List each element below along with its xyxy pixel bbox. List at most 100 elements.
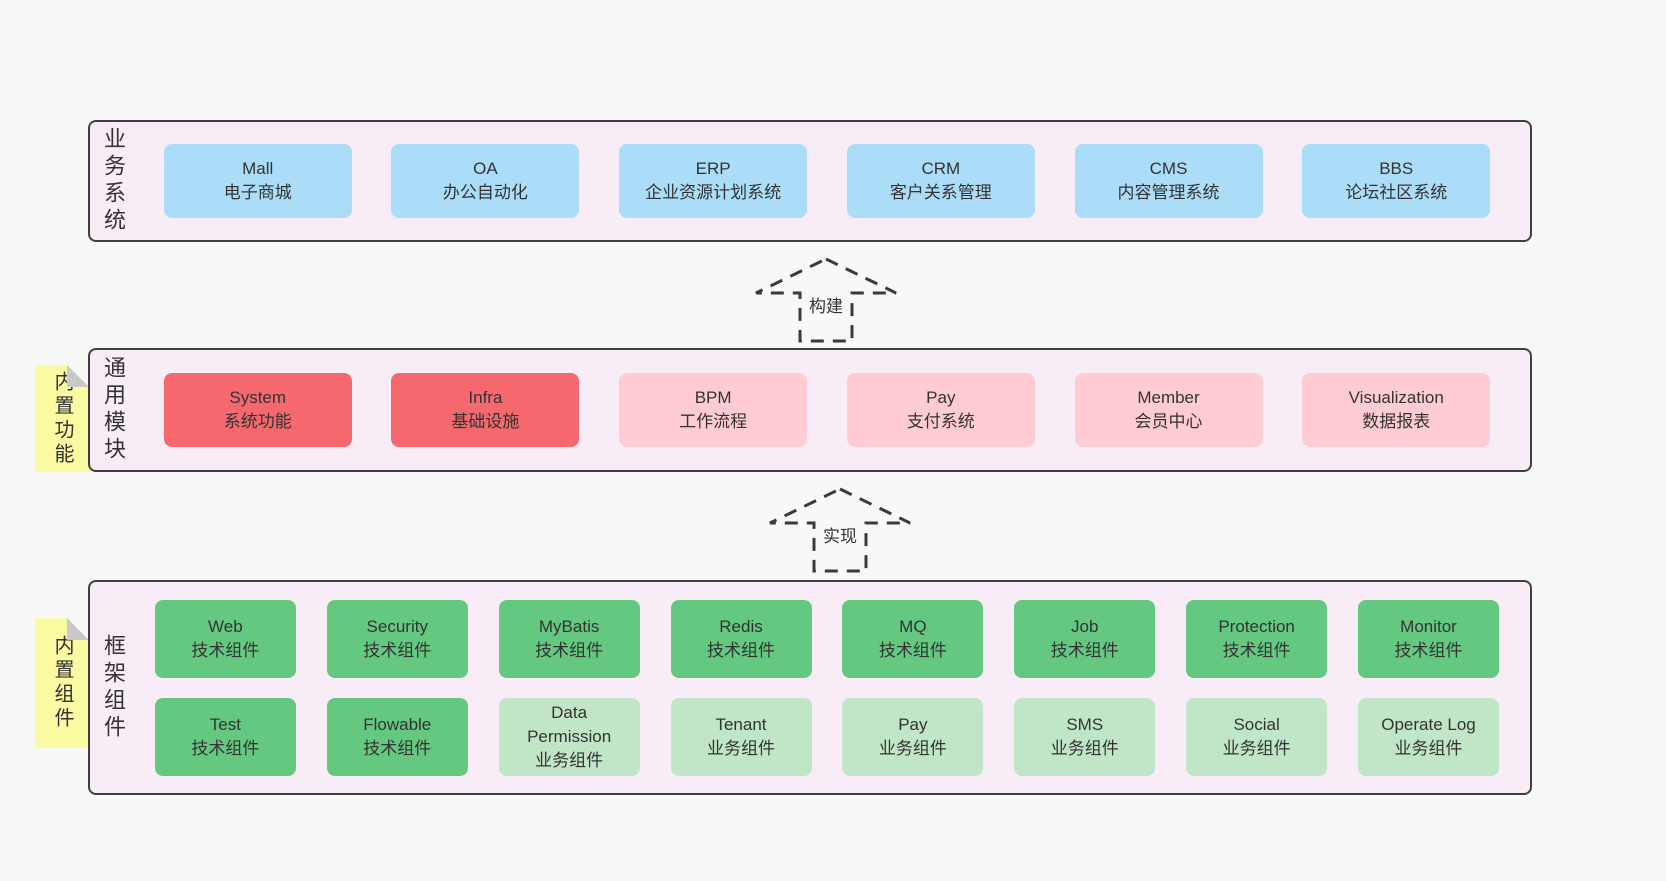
box-title: CMS bbox=[1149, 159, 1188, 178]
box-title: BBS bbox=[1379, 159, 1414, 178]
box-subtitle: 论坛社区系统 bbox=[1345, 183, 1448, 202]
box-subtitle: 业务组件 bbox=[1222, 738, 1291, 758]
implement-arrow-label: 实现 bbox=[819, 522, 861, 547]
box-subtitle: 业务组件 bbox=[707, 738, 775, 758]
framework-box-tenant: Tenant 业务组件 bbox=[670, 697, 812, 776]
box-title: Member bbox=[1137, 388, 1200, 407]
box-subtitle: 企业资源计划系统 bbox=[645, 183, 782, 202]
box-subtitle: 技术组件 bbox=[707, 640, 775, 660]
box-title: SMS bbox=[1066, 714, 1104, 734]
box-subtitle: 技术组件 bbox=[1222, 640, 1291, 660]
framework-row-2: Test 技术组件 Flowable 技术组件 Data Permission … bbox=[124, 697, 1530, 776]
built-in-functions-tab-label: 内置功能 bbox=[51, 370, 73, 467]
band-business-systems: 业务系统 Mall 电子商城 OA 办公自动化 ERP 企业资源计划系统 CRM… bbox=[88, 120, 1532, 242]
box-subtitle: 客户关系管理 bbox=[889, 183, 992, 202]
business-boxes: Mall 电子商城 OA 办公自动化 ERP 企业资源计划系统 CRM 客户关系… bbox=[124, 144, 1530, 218]
business-box-oa: OA 办公自动化 bbox=[391, 144, 580, 218]
business-box-bbs: BBS 论坛社区系统 bbox=[1302, 144, 1491, 218]
business-box-crm: CRM 客户关系管理 bbox=[846, 144, 1035, 218]
box-subtitle: 工作流程 bbox=[679, 412, 748, 431]
framework-box-test: Test 技术组件 bbox=[154, 697, 296, 776]
module-box-bpm: BPM 工作流程 bbox=[619, 373, 808, 447]
box-subtitle: 业务组件 bbox=[1394, 738, 1463, 758]
built-in-functions-tab: 内置功能 bbox=[35, 365, 89, 472]
box-title: Redis bbox=[719, 616, 763, 636]
framework-box-flowable: Flowable 技术组件 bbox=[326, 697, 468, 776]
framework-box-operate-log: Operate Log 业务组件 bbox=[1358, 697, 1499, 776]
module-box-system: System 系统功能 bbox=[163, 373, 352, 447]
box-subtitle: 技术组件 bbox=[191, 738, 260, 758]
box-title: ERP bbox=[695, 159, 731, 178]
band-common-modules: 通用模块 System 系统功能 Infra 基础设施 BPM 工作流程 Pay… bbox=[88, 348, 1532, 472]
framework-box-protection: Protection 技术组件 bbox=[1186, 599, 1328, 678]
box-title: Security bbox=[366, 616, 428, 636]
framework-box-sms: SMS 业务组件 bbox=[1014, 697, 1156, 776]
framework-box-monitor: Monitor 技术组件 bbox=[1358, 599, 1499, 678]
box-subtitle: 技术组件 bbox=[191, 640, 260, 660]
box-title: Tenant bbox=[715, 714, 767, 734]
box-title: Infra bbox=[468, 388, 503, 407]
band-framework-components: 框架组件 Web 技术组件 Security 技术组件 MyBatis 技术组件… bbox=[88, 580, 1532, 795]
framework-box-job: Job 技术组件 bbox=[1014, 599, 1156, 678]
framework-box-web: Web 技术组件 bbox=[154, 599, 296, 678]
box-subtitle: 支付系统 bbox=[906, 412, 975, 431]
box-subtitle: 基础设施 bbox=[451, 412, 520, 431]
box-subtitle: 系统功能 bbox=[223, 412, 292, 431]
framework-box-data-permission: Data Permission 业务组件 bbox=[498, 697, 640, 776]
box-subtitle: 业务组件 bbox=[1050, 738, 1119, 758]
box-title: Pay bbox=[898, 714, 928, 734]
box-subtitle: 技术组件 bbox=[363, 738, 432, 758]
box-title: Data Permission bbox=[527, 702, 612, 746]
module-box-pay: Pay 支付系统 bbox=[846, 373, 1035, 447]
box-title: Job bbox=[1071, 616, 1099, 636]
framework-box-mq: MQ 技术组件 bbox=[842, 599, 984, 678]
box-subtitle: 技术组件 bbox=[1394, 640, 1463, 660]
box-title: Protection bbox=[1218, 616, 1295, 636]
box-title: Flowable bbox=[363, 714, 432, 734]
module-box-infra: Infra 基础设施 bbox=[391, 373, 580, 447]
box-title: BPM bbox=[694, 388, 732, 407]
band-modules-label: 通用模块 bbox=[101, 356, 126, 464]
business-box-erp: ERP 企业资源计划系统 bbox=[619, 144, 808, 218]
framework-box-mybatis: MyBatis 技术组件 bbox=[498, 599, 640, 678]
module-box-member: Member 会员中心 bbox=[1074, 373, 1263, 447]
box-title: Web bbox=[208, 616, 243, 636]
box-title: MQ bbox=[899, 616, 927, 636]
box-title: Monitor bbox=[1400, 616, 1457, 636]
built-in-components-tab-label: 内置组件 bbox=[51, 635, 73, 731]
build-arrow-label: 构建 bbox=[805, 292, 847, 317]
box-title: Visualization bbox=[1348, 388, 1444, 407]
box-title: Test bbox=[209, 714, 241, 734]
box-subtitle: 技术组件 bbox=[1050, 640, 1119, 660]
framework-box-redis: Redis 技术组件 bbox=[670, 599, 812, 678]
box-subtitle: 办公自动化 bbox=[442, 183, 528, 202]
module-boxes: System 系统功能 Infra 基础设施 BPM 工作流程 Pay 支付系统… bbox=[124, 373, 1530, 447]
band-framework-label: 框架组件 bbox=[101, 633, 126, 742]
module-box-visualization: Visualization 数据报表 bbox=[1302, 373, 1491, 447]
business-box-cms: CMS 内容管理系统 bbox=[1074, 144, 1263, 218]
band-business-label: 业务系统 bbox=[101, 127, 126, 235]
box-subtitle: 技术组件 bbox=[878, 640, 947, 660]
implement-arrow: 实现 bbox=[765, 486, 915, 574]
box-title: System bbox=[229, 388, 287, 407]
build-arrow: 构建 bbox=[751, 256, 901, 344]
box-subtitle: 业务组件 bbox=[878, 738, 947, 758]
box-title: CRM bbox=[921, 159, 961, 178]
box-subtitle: 内容管理系统 bbox=[1117, 183, 1220, 202]
box-title: Pay bbox=[926, 388, 956, 407]
box-title: Operate Log bbox=[1381, 714, 1476, 734]
box-subtitle: 业务组件 bbox=[535, 750, 604, 770]
box-title: MyBatis bbox=[538, 616, 600, 636]
framework-rows: Web 技术组件 Security 技术组件 MyBatis 技术组件 Redi… bbox=[124, 599, 1530, 776]
box-title: OA bbox=[473, 159, 498, 178]
box-subtitle: 电子商城 bbox=[223, 183, 292, 202]
box-subtitle: 数据报表 bbox=[1362, 412, 1431, 431]
framework-box-pay: Pay 业务组件 bbox=[842, 697, 984, 776]
box-subtitle: 技术组件 bbox=[363, 640, 432, 660]
framework-row-1: Web 技术组件 Security 技术组件 MyBatis 技术组件 Redi… bbox=[124, 599, 1530, 678]
box-subtitle: 技术组件 bbox=[535, 640, 604, 660]
framework-box-social: Social 业务组件 bbox=[1186, 697, 1328, 776]
box-subtitle: 会员中心 bbox=[1134, 412, 1203, 431]
box-title: Mall bbox=[242, 159, 274, 178]
